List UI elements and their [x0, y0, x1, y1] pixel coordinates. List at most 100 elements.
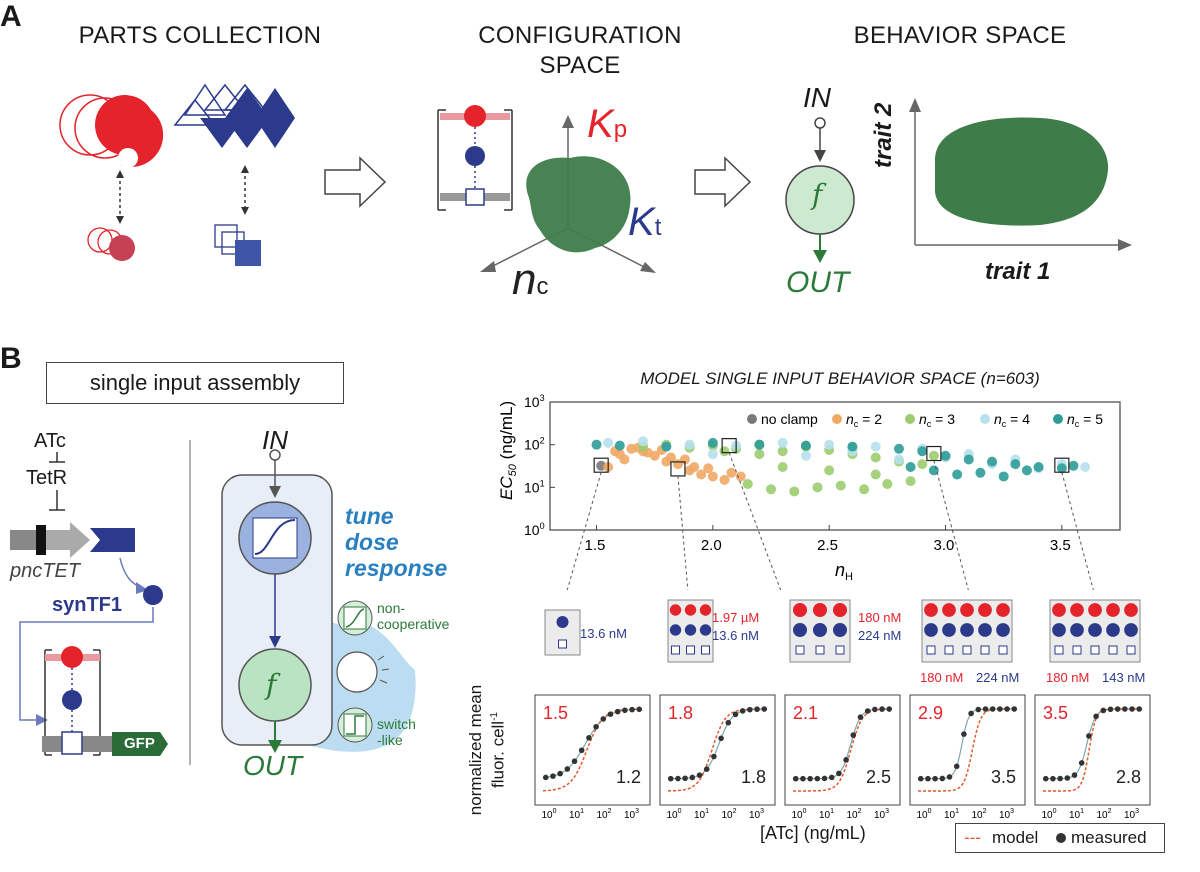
legend-label: no clamp — [761, 411, 818, 427]
measured-point — [1086, 733, 1092, 739]
scatter-point — [1068, 460, 1079, 471]
measured-point — [689, 774, 696, 781]
measured-point — [917, 775, 924, 782]
red-clamp-icon — [833, 603, 847, 617]
binding-site-icon — [795, 645, 805, 655]
measured-point — [946, 774, 953, 780]
scatter-title: MODEL SINGLE INPUT BEHAVIOR SPACE (n=603… — [640, 369, 1040, 388]
scatter-point — [975, 467, 986, 478]
measured-point — [932, 775, 938, 782]
scatter-point — [689, 461, 700, 472]
config2-blue: 13.6 nM — [712, 628, 759, 643]
scatter-point — [696, 469, 707, 480]
binding-site-icon — [701, 645, 710, 655]
measured-point — [879, 706, 885, 712]
measured-point — [761, 706, 768, 712]
scatter-point — [917, 459, 928, 470]
blue-parts-icon — [173, 83, 295, 266]
x-tick-label: 100 — [1042, 808, 1057, 820]
blue-tf-icon — [1124, 623, 1138, 637]
trait1-label: trait 1 — [985, 258, 1051, 285]
scatter-point — [719, 446, 730, 457]
legend-label: nc = 2 — [846, 411, 882, 429]
config4-red: 180 nM — [920, 670, 964, 685]
pnctet-label: pncTET — [10, 560, 81, 582]
measured-point — [953, 763, 960, 770]
scatter-point — [859, 484, 870, 495]
binding-site-icon — [815, 645, 825, 655]
curve-y-label: normalized mean fluor. cell-1 — [466, 684, 508, 816]
measured-point — [557, 770, 563, 777]
binding-site-icon — [998, 645, 1008, 655]
measured-point — [1122, 706, 1128, 712]
measured-point — [564, 766, 571, 772]
x-tick-label: 2.5 — [817, 537, 838, 554]
measured-point — [925, 775, 931, 782]
measured-point — [997, 706, 1003, 712]
connector-line — [728, 452, 782, 590]
scatter-point — [987, 456, 998, 467]
f-label-a: f — [812, 178, 823, 211]
kt-label: Kt — [628, 200, 662, 244]
curve-panel — [909, 694, 1026, 806]
measured-point — [968, 710, 974, 717]
x-tick-label: 103 — [1124, 808, 1139, 820]
scatter-point — [735, 471, 746, 482]
legend-label: nc = 4 — [994, 411, 1030, 429]
x-tick-label: 3.0 — [934, 537, 955, 554]
scatter-point — [800, 440, 811, 451]
measured-point — [600, 716, 607, 722]
scatter-point — [603, 437, 614, 448]
blue-tf-icon — [978, 623, 992, 637]
panel-b-circuit-graphic — [10, 440, 416, 765]
binding-site-icon — [926, 645, 936, 655]
red-clamp-icon — [996, 603, 1010, 617]
scatter-point — [789, 486, 800, 497]
config1-blue: 13.6 nM — [580, 626, 627, 641]
scatter-point — [1021, 465, 1032, 476]
measured-point — [1093, 713, 1099, 720]
measured-point — [886, 706, 893, 712]
measured-point — [607, 711, 614, 717]
curve-panel — [534, 694, 651, 806]
curve-x-label: [ATc] (ng/mL) — [760, 823, 866, 843]
model-nh-label: 2.1 — [793, 703, 818, 723]
legend-marker — [1053, 414, 1063, 424]
x-tick-label: 103 — [874, 808, 889, 820]
red-clamp-icon — [1052, 603, 1066, 617]
measured-point — [821, 775, 828, 782]
blue-tf-icon — [1070, 623, 1084, 637]
measured-point — [614, 708, 621, 715]
measured-point — [696, 772, 703, 778]
blue-tf-icon — [996, 623, 1010, 637]
in-label-a: IN — [803, 82, 831, 113]
arrow-right-icon — [324, 156, 387, 208]
binding-site-icon — [671, 645, 680, 655]
x-tick-label: 101 — [819, 808, 834, 820]
model-curve — [918, 708, 1017, 792]
measured-point — [961, 731, 967, 737]
y-tick-label: 102 — [524, 436, 545, 453]
scatter-point — [812, 482, 823, 493]
measured-point — [578, 747, 585, 754]
x-tick-label: 102 — [972, 808, 987, 820]
highlight-box — [670, 461, 686, 477]
x-tick-label: 101 — [694, 808, 709, 820]
measured-point — [725, 719, 732, 726]
scatter-point — [726, 467, 737, 478]
measured-point — [792, 775, 799, 782]
scatter-point — [754, 439, 765, 450]
arrow-right-icon — [694, 156, 752, 208]
blue-tf-icon — [960, 623, 974, 637]
red-clamp-icon — [978, 603, 992, 617]
red-clamp-icon — [793, 603, 807, 617]
x-tick-label: 100 — [667, 808, 682, 820]
measured-point — [989, 706, 996, 712]
x-tick-label: 102 — [722, 808, 737, 820]
measured-point — [747, 706, 753, 713]
configuration-space-title-line2: SPACE — [539, 52, 621, 79]
non-cooperative-label: non- cooperative — [377, 600, 450, 632]
measured-point — [629, 706, 635, 713]
scatter-point — [870, 469, 881, 480]
scatter-point — [638, 436, 649, 447]
